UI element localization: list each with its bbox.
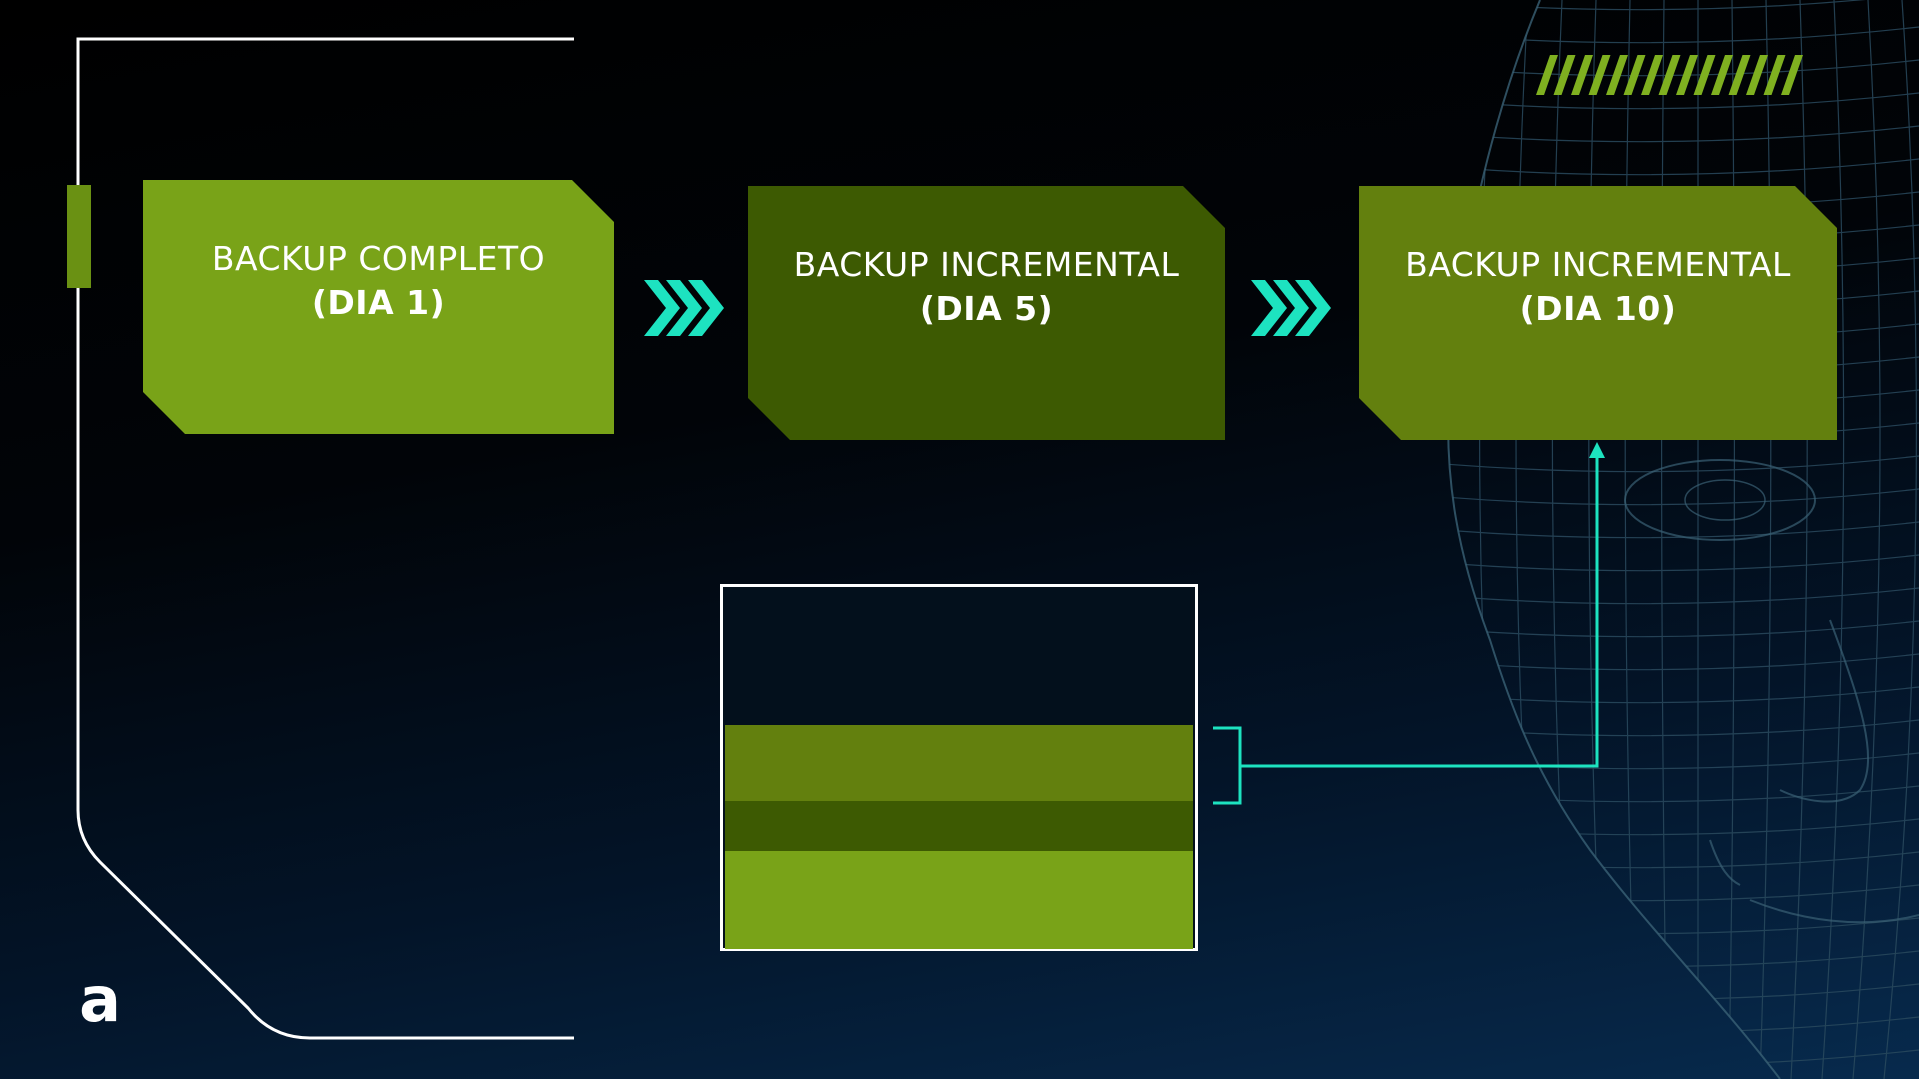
card-full-backup-day1: BACKUP COMPLETO (DIA 1) — [143, 180, 614, 434]
layer-incremental-day10 — [725, 725, 1193, 801]
chevron-triple-right-icon — [644, 280, 724, 336]
card-subtitle: (DIA 10) — [1519, 289, 1677, 328]
hazard-stripes — [1536, 55, 1803, 95]
brand-logo: a — [79, 963, 121, 1036]
card-incremental-day5: BACKUP INCREMENTAL (DIA 5) — [748, 186, 1225, 440]
bracket-icon — [1213, 726, 1242, 805]
backup-stack-box — [720, 584, 1198, 951]
frame-outline — [67, 37, 574, 1040]
card-title: BACKUP COMPLETO — [211, 239, 546, 278]
card-title: BACKUP INCREMENTAL — [1405, 245, 1791, 284]
card-subtitle: (DIA 1) — [311, 283, 446, 322]
layer-full-backup — [725, 851, 1193, 949]
frame-tab — [67, 185, 91, 288]
card-title: BACKUP INCREMENTAL — [793, 245, 1180, 284]
up-arrow-icon — [1589, 442, 1605, 458]
card-incremental-day10: BACKUP INCREMENTAL (DIA 10) — [1359, 186, 1837, 440]
connector-arrow — [1213, 442, 1605, 805]
chevron-triple-right-icon — [1251, 280, 1331, 336]
layer-incremental-day5 — [725, 801, 1193, 851]
card-subtitle: (DIA 5) — [919, 289, 1054, 328]
